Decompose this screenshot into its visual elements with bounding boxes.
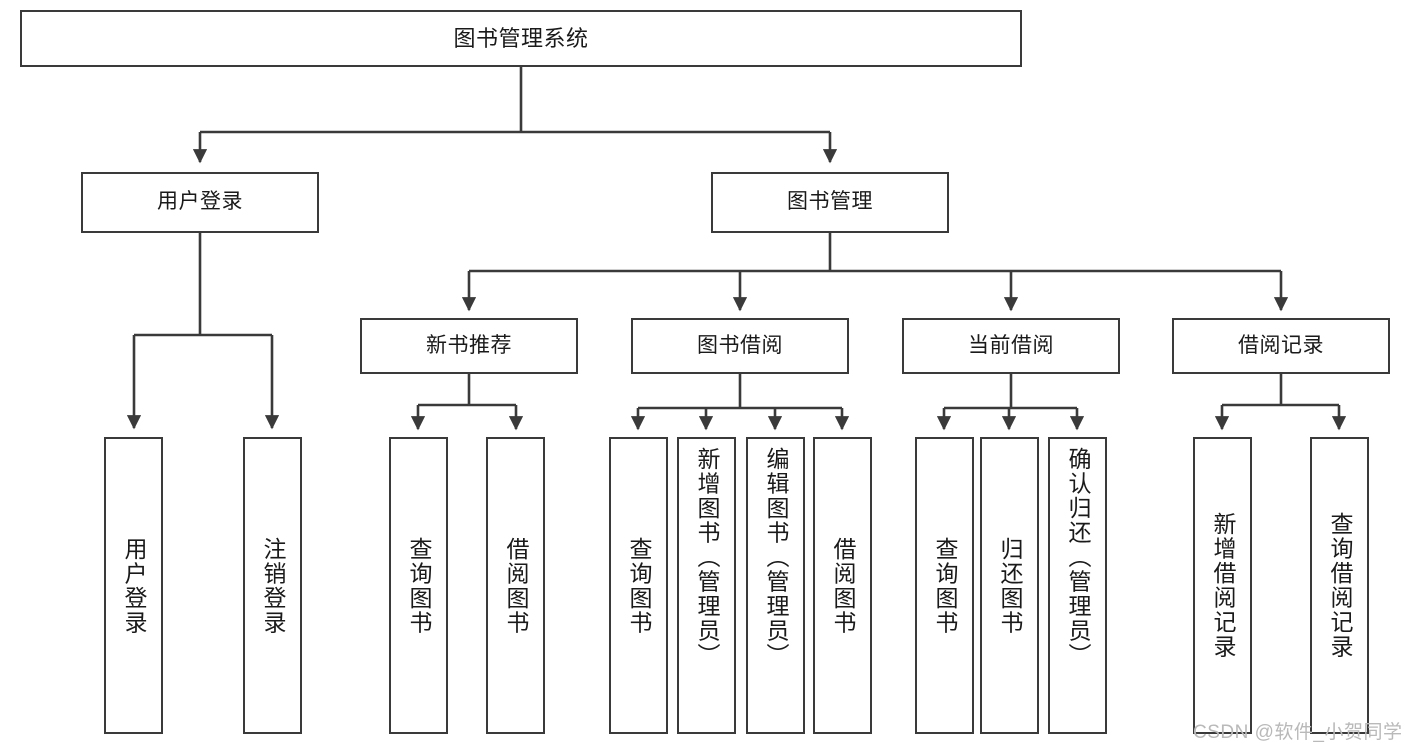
- node-label: 归还图书: [997, 536, 1023, 635]
- node-user-login[interactable]: 用户登录: [81, 172, 319, 233]
- node-label: 图书管理系统: [453, 25, 589, 51]
- leaf-query-book-recommend[interactable]: 查询图书: [389, 437, 448, 734]
- node-label: 图书借阅: [697, 333, 783, 357]
- node-label: 确认归还（管理员）: [1065, 447, 1091, 668]
- node-book-management[interactable]: 图书管理: [711, 172, 949, 233]
- node-current-borrow[interactable]: 当前借阅: [902, 318, 1120, 374]
- node-label: 新增借阅记录: [1210, 512, 1236, 659]
- node-label: 查询图书: [932, 536, 958, 635]
- leaf-confirm-return-admin[interactable]: 确认归还（管理员）: [1048, 437, 1107, 734]
- node-label: 新书推荐: [426, 333, 512, 357]
- node-book-borrow[interactable]: 图书借阅: [631, 318, 849, 374]
- csdn-watermark: CSDN @软件_小贺同学: [1193, 722, 1403, 743]
- leaf-logout[interactable]: 注销登录: [243, 437, 302, 734]
- leaf-user-login[interactable]: 用户登录: [104, 437, 163, 734]
- node-label: 借阅图书: [503, 536, 529, 635]
- node-label: 查询图书: [406, 536, 432, 635]
- node-label: 用户登录: [157, 190, 243, 214]
- leaf-borrow-book-recommend[interactable]: 借阅图书: [486, 437, 545, 734]
- node-new-book-recommend[interactable]: 新书推荐: [360, 318, 578, 374]
- leaf-add-book-admin[interactable]: 新增图书（管理员）: [677, 437, 736, 734]
- leaf-add-borrow-record[interactable]: 新增借阅记录: [1193, 437, 1252, 734]
- leaf-borrow-book[interactable]: 借阅图书: [813, 437, 872, 734]
- leaf-query-borrow-record[interactable]: 查询借阅记录: [1310, 437, 1369, 734]
- node-label: 新增图书（管理员）: [694, 447, 720, 668]
- leaf-query-book[interactable]: 查询图书: [609, 437, 668, 734]
- node-label: 借阅图书: [830, 536, 856, 635]
- leaf-edit-book-admin[interactable]: 编辑图书（管理员）: [746, 437, 805, 734]
- node-label: 图书管理: [787, 190, 873, 214]
- leaf-return-book[interactable]: 归还图书: [980, 437, 1039, 734]
- node-label: 注销登录: [260, 536, 286, 635]
- node-label: 借阅记录: [1238, 333, 1324, 357]
- node-label: 编辑图书（管理员）: [763, 447, 789, 668]
- node-label: 当前借阅: [968, 333, 1054, 357]
- node-label: 用户登录: [121, 536, 147, 635]
- node-borrow-record[interactable]: 借阅记录: [1172, 318, 1390, 374]
- node-book-management-system[interactable]: 图书管理系统: [20, 10, 1022, 67]
- node-label: 查询借阅记录: [1327, 512, 1353, 659]
- leaf-query-book-current[interactable]: 查询图书: [915, 437, 974, 734]
- node-label: 查询图书: [626, 536, 652, 635]
